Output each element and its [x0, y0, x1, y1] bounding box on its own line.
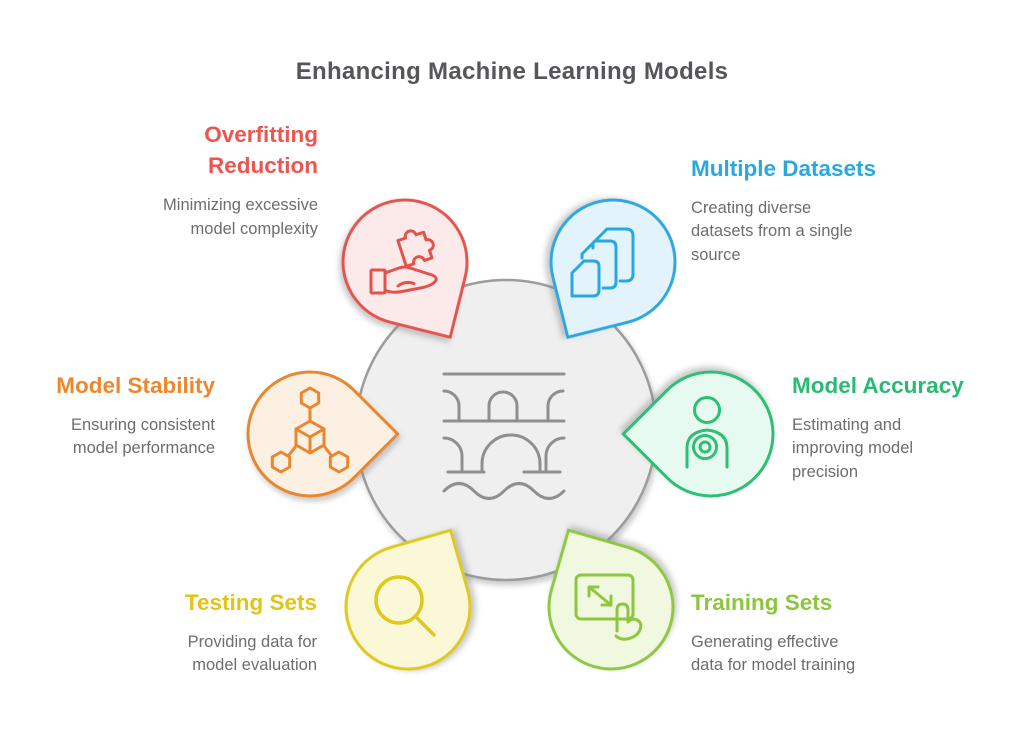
node-label-model-stability: Model Stability Ensuring consistent mode… [56, 370, 215, 461]
teardrop-yellow [344, 528, 472, 671]
bridge-upper-arches [442, 389, 565, 422]
teardrop-green [621, 370, 775, 498]
bridge-lower-arches [442, 433, 566, 473]
molecule-bonds [287, 406, 333, 457]
node-title: Model Accuracy [792, 373, 964, 398]
node-description: Providing data for model evaluation [187, 633, 317, 675]
node-title: Testing Sets [184, 590, 317, 615]
card-front [570, 259, 601, 298]
node-overfitting-reduction-shape [341, 198, 469, 339]
node-testing-sets-shape [344, 528, 472, 671]
page-title: Enhancing Machine Learning Models [295, 58, 729, 85]
touch-finger [614, 602, 643, 641]
hand-puzzle-icon [369, 229, 438, 295]
node-label-testing-sets: Testing Sets Providing data for model ev… [185, 587, 317, 678]
node-label-overfitting-reduction: Overfitting Reduction Minimizing excessi… [163, 119, 318, 241]
molecule-cube [294, 419, 326, 455]
stacked-cards-icon [570, 227, 635, 298]
magnifier-icon [374, 575, 436, 637]
molecule-hex-right [328, 450, 350, 474]
node-label-training-sets: Training Sets Generating effective data … [691, 587, 855, 678]
node-title: Model Stability [56, 373, 215, 398]
water-wave [442, 482, 566, 500]
hand-cuff [369, 268, 387, 295]
node-description: Minimizing excessive model complexity [163, 196, 318, 238]
teardrop-blue [549, 198, 677, 339]
node-multiple-datasets-shape [549, 198, 677, 339]
node-model-accuracy-shape [621, 370, 775, 498]
node-description: Estimating and improving model precision [792, 416, 914, 481]
target-inner-ring [698, 440, 712, 454]
hand-thumb-line [396, 280, 416, 288]
teardrop-red [341, 198, 469, 339]
person-head [693, 396, 721, 424]
hand-palm [383, 265, 438, 294]
molecule-hex-left [270, 450, 292, 474]
magnifier-handle [414, 615, 436, 637]
bridge-icon [442, 372, 566, 500]
node-title: Overfitting Reduction [204, 122, 318, 179]
resize-touch-icon [574, 573, 643, 641]
resize-arrow [587, 585, 613, 607]
node-label-model-accuracy: Model Accuracy Estimating and improving … [792, 370, 964, 484]
node-description: Ensuring consistent model performance [71, 416, 215, 458]
card-middle [580, 239, 618, 290]
puzzle-piece [396, 229, 435, 268]
magnifier-lens [374, 575, 424, 625]
person-torso [685, 428, 729, 469]
touch-screen-rect [574, 573, 635, 621]
node-label-multiple-datasets: Multiple Datasets Creating diverse datas… [691, 153, 876, 267]
target-outer-ring [692, 434, 718, 460]
node-title: Training Sets [691, 590, 833, 615]
node-title: Multiple Datasets [691, 156, 877, 181]
molecule-icon [270, 386, 350, 474]
node-description: Creating diverse datasets from a single … [691, 199, 853, 264]
person-target-icon [685, 396, 729, 469]
card-back [591, 227, 635, 283]
node-description: Generating effective data for model trai… [691, 633, 856, 675]
